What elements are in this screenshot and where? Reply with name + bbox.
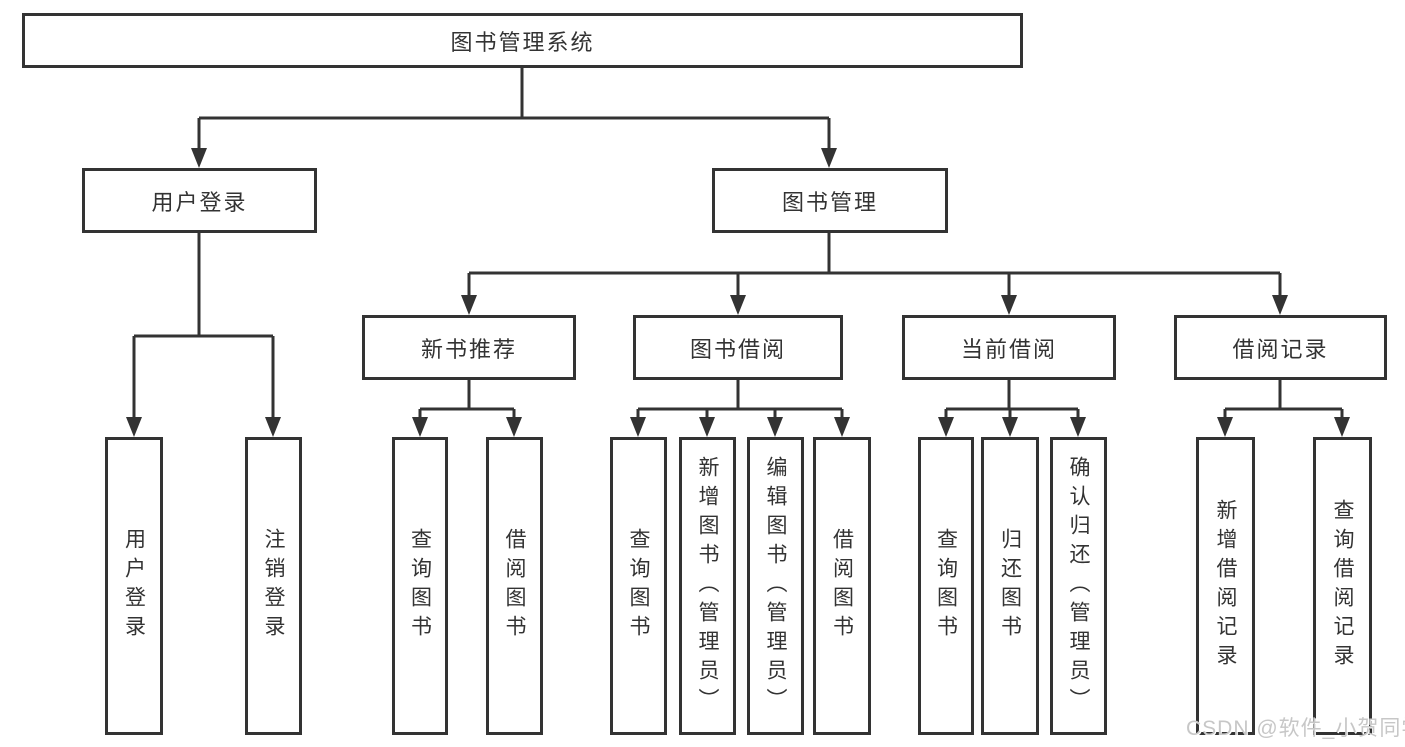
- csdn-watermark: CSDN @软件_小贺同学: [1186, 717, 1405, 740]
- node-label: 新增借阅记录: [1214, 499, 1237, 673]
- node-label: 图书管理系统: [450, 29, 595, 55]
- leaf-confirm-return-admin: 确认归还（管理员）: [1050, 437, 1107, 735]
- node-label: 编辑图书（管理员）: [764, 455, 787, 717]
- leaf-return-books: 归还图书: [981, 437, 1039, 735]
- node-label: 借阅图书: [830, 528, 854, 644]
- node-label: 查询借阅记录: [1331, 499, 1354, 673]
- node-label: 新增图书（管理员）: [696, 455, 719, 717]
- node-label: 借阅图书: [503, 528, 526, 644]
- node-current-borrowing: 当前借阅: [902, 315, 1116, 380]
- node-label: 当前借阅: [960, 336, 1057, 362]
- node-new-book-recommendation: 新书推荐: [362, 315, 576, 380]
- node-label: 图书管理: [781, 189, 878, 215]
- leaf-query-borrow-record: 查询借阅记录: [1313, 437, 1372, 735]
- leaf-add-borrow-record: 新增借阅记录: [1196, 437, 1255, 735]
- node-label: 注销登录: [262, 528, 285, 644]
- leaf-query-books-2: 查询图书: [610, 437, 667, 735]
- leaf-edit-books-admin: 编辑图书（管理员）: [747, 437, 804, 735]
- leaf-add-books-admin: 新增图书（管理员）: [679, 437, 736, 735]
- node-label: 查询图书: [408, 528, 432, 644]
- node-label: 归还图书: [998, 528, 1022, 644]
- node-label: 借阅记录: [1232, 336, 1329, 362]
- leaf-user-login: 用户登录: [105, 437, 163, 735]
- leaf-borrow-books-2: 借阅图书: [813, 437, 871, 735]
- node-label: 用户登录: [151, 189, 248, 215]
- leaf-borrow-books-1: 借阅图书: [486, 437, 543, 735]
- node-library-management-system: 图书管理系统: [22, 13, 1023, 68]
- node-label: 新书推荐: [420, 336, 517, 362]
- node-label: 查询图书: [627, 528, 650, 644]
- node-label: 确认归还（管理员）: [1067, 455, 1090, 717]
- node-book-management-branch: 图书管理: [712, 168, 948, 233]
- leaf-query-books-1: 查询图书: [392, 437, 448, 735]
- node-label: 图书借阅: [689, 336, 786, 362]
- leaf-query-books-3: 查询图书: [918, 437, 974, 735]
- leaf-logout: 注销登录: [245, 437, 302, 735]
- node-label: 用户登录: [122, 528, 146, 644]
- node-user-login-branch: 用户登录: [82, 168, 317, 233]
- node-book-borrowing: 图书借阅: [633, 315, 843, 380]
- node-borrowing-records: 借阅记录: [1174, 315, 1387, 380]
- node-label: 查询图书: [934, 528, 958, 644]
